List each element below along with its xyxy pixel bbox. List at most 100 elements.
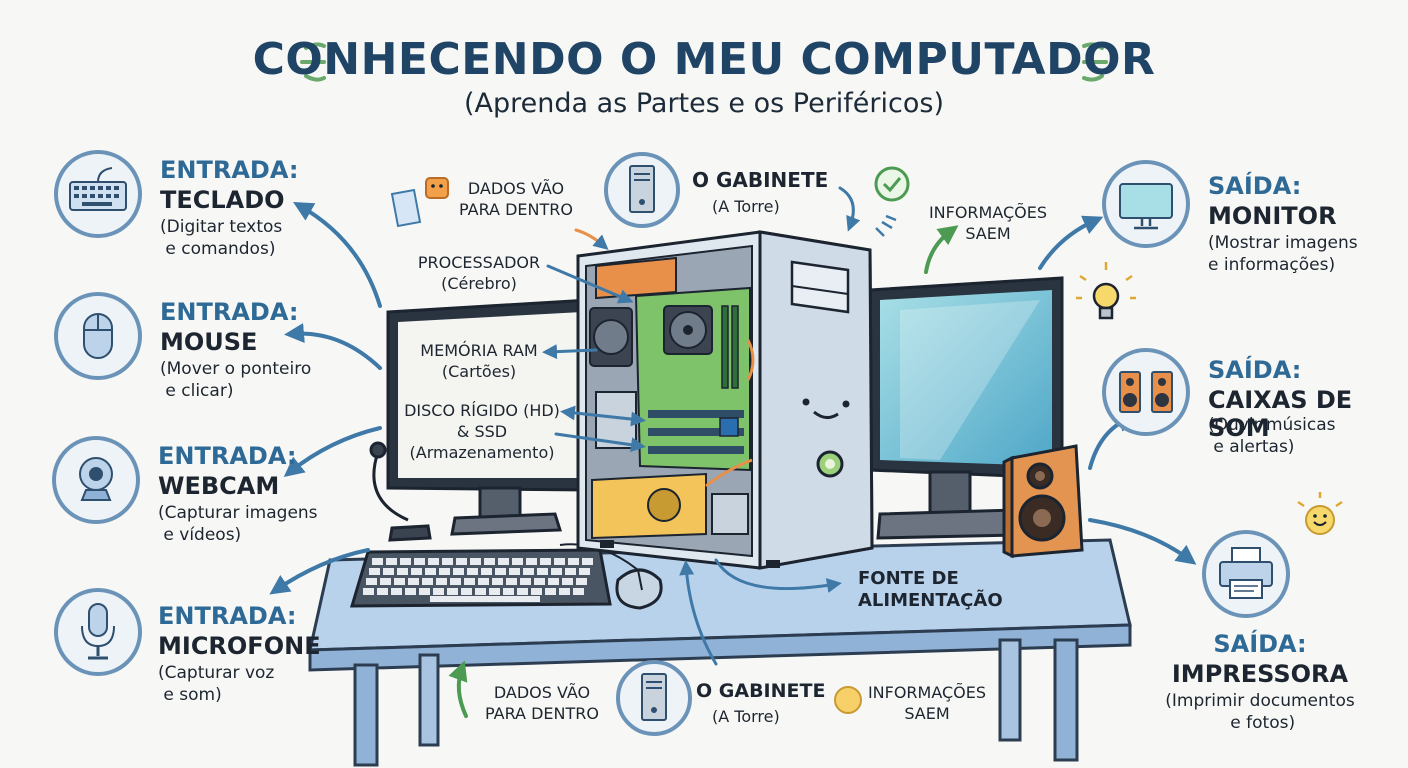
keyboard-key: [400, 558, 411, 565]
right-monitor: [868, 276, 1064, 540]
label-fonte: FONTE DE ALIMENTAÇÃO: [858, 568, 1003, 611]
keyboard-key: [537, 568, 548, 575]
monitor-circle: [1102, 160, 1190, 248]
keyboard-key: [428, 558, 439, 565]
keyboard-key: [526, 558, 537, 565]
left-monitor: [386, 298, 592, 536]
mouse-icon: [83, 313, 113, 359]
printer-icon: [1219, 547, 1273, 599]
keyboard-key: [489, 588, 500, 595]
keyboard-key: [506, 578, 517, 585]
keyboard-key: [576, 578, 587, 585]
keyboard-key: [383, 568, 394, 575]
microphone-circle: [54, 588, 142, 676]
keyboard-key: [439, 568, 450, 575]
desk-keyboard: [349, 548, 612, 608]
label-info-bottom: INFORMAÇÕES SAEM: [867, 683, 987, 723]
keyboard-key: [481, 568, 492, 575]
label-gabinete-top: O GABINETE: [692, 168, 829, 192]
output-desc-impressora: (Imprimir documentos e fotos): [1165, 691, 1355, 733]
output-name-monitor: MONITOR: [1208, 202, 1337, 230]
output-kind-monitor: SAÍDA:: [1208, 172, 1302, 200]
tower-icon: [629, 165, 655, 213]
keyboard-key: [369, 568, 380, 575]
input-desc-microfone: (Capturar voz e som): [158, 663, 275, 705]
printer-circle: [1202, 530, 1290, 618]
keyboard-key: [366, 578, 377, 585]
label-dados-top: DADOS VÃO PARA DENTRO: [459, 179, 573, 219]
keyboard-key: [554, 558, 565, 565]
keyboard-key: [498, 558, 509, 565]
input-name-microfone: MICROFONE: [158, 632, 321, 660]
keyboard-key: [517, 588, 528, 595]
keyboard-key: [548, 578, 559, 585]
keyboard-key: [562, 578, 573, 585]
tower-circle-bottom: [616, 660, 692, 736]
input-name-webcam: WEBCAM: [158, 472, 280, 500]
desk-microphone: [369, 441, 432, 542]
keyboard-key: [450, 578, 461, 585]
check-icon: [874, 166, 910, 202]
keyboard-key: [495, 568, 506, 575]
keyboard-key: [433, 588, 444, 595]
speakers-icon: [1119, 371, 1173, 413]
keyboard-key: [478, 578, 489, 585]
keyboard-key: [520, 578, 531, 585]
label-dados-bottom: DADOS VÃO PARA DENTRO: [485, 683, 599, 723]
keyboard-key: [579, 568, 590, 575]
green-arrows: [448, 225, 959, 718]
keyboard-key: [442, 558, 453, 565]
label-info-top: INFORMAÇÕES SAEM: [928, 203, 1048, 243]
keyboard-key: [559, 588, 570, 595]
keyboard-key: [391, 588, 402, 595]
keyboard-key: [380, 578, 391, 585]
input-desc-mouse: (Mover o ponteiro e clicar): [160, 359, 312, 401]
input-kind-webcam: ENTRADA:: [158, 442, 297, 470]
info-icon: [834, 686, 862, 714]
desk-speaker: [1002, 444, 1084, 559]
keyboard-key: [397, 568, 408, 575]
pc-tower: [576, 230, 874, 570]
monitor-icon: [1119, 183, 1173, 230]
label-disco: DISCO RÍGIDO (HD) & SSD (Armazenamento): [404, 401, 560, 462]
keyboard-key: [461, 588, 472, 595]
keyboard-key: [372, 558, 383, 565]
document-icon: [390, 177, 449, 228]
label-memoria: MEMÓRIA RAM (Cartões): [420, 341, 538, 381]
keyboard-key: [425, 568, 436, 575]
webcam-icon: [79, 457, 113, 501]
keyboard-key: [565, 568, 576, 575]
keyboard-spacebar: [430, 596, 540, 602]
keyboard-key: [414, 558, 425, 565]
keyboard-key: [363, 588, 374, 595]
label-processador: PROCESSADOR (Cérebro): [417, 253, 541, 293]
output-kind-caixas: SAÍDA:: [1208, 356, 1302, 384]
keyboard-key: [503, 588, 514, 595]
keyboard-key: [509, 568, 520, 575]
label-gabinete-bottom: O GABINETE: [696, 680, 826, 702]
arrows-components: [542, 186, 861, 666]
tower-circle-top: [604, 152, 680, 228]
smiley-icon: [1297, 492, 1343, 535]
keyboard-key: [545, 588, 556, 595]
input-kind-teclado: ENTRADA:: [160, 156, 299, 184]
input-name-mouse: MOUSE: [160, 328, 258, 356]
keyboard-key: [523, 568, 534, 575]
title-decoration: [300, 42, 1108, 82]
keyboard-key: [470, 558, 481, 565]
keyboard-key: [573, 588, 584, 595]
keyboard-key: [568, 558, 579, 565]
keyboard-key: [582, 558, 593, 565]
input-kind-mouse: ENTRADA:: [160, 298, 299, 326]
output-desc-monitor: (Mostrar imagens e informações): [1208, 233, 1358, 275]
mouse-circle: [54, 292, 142, 380]
arrows-inputs: [269, 202, 382, 595]
keyboard-key: [540, 558, 551, 565]
keyboard-key: [464, 578, 475, 585]
keyboard-key: [531, 588, 542, 595]
output-desc-caixas: (Ouvir músicas e alertas): [1208, 415, 1336, 457]
keyboard-key: [377, 588, 388, 595]
keyboard-key: [422, 578, 433, 585]
label-gabinete-top-sub: (A Torre): [712, 197, 780, 216]
